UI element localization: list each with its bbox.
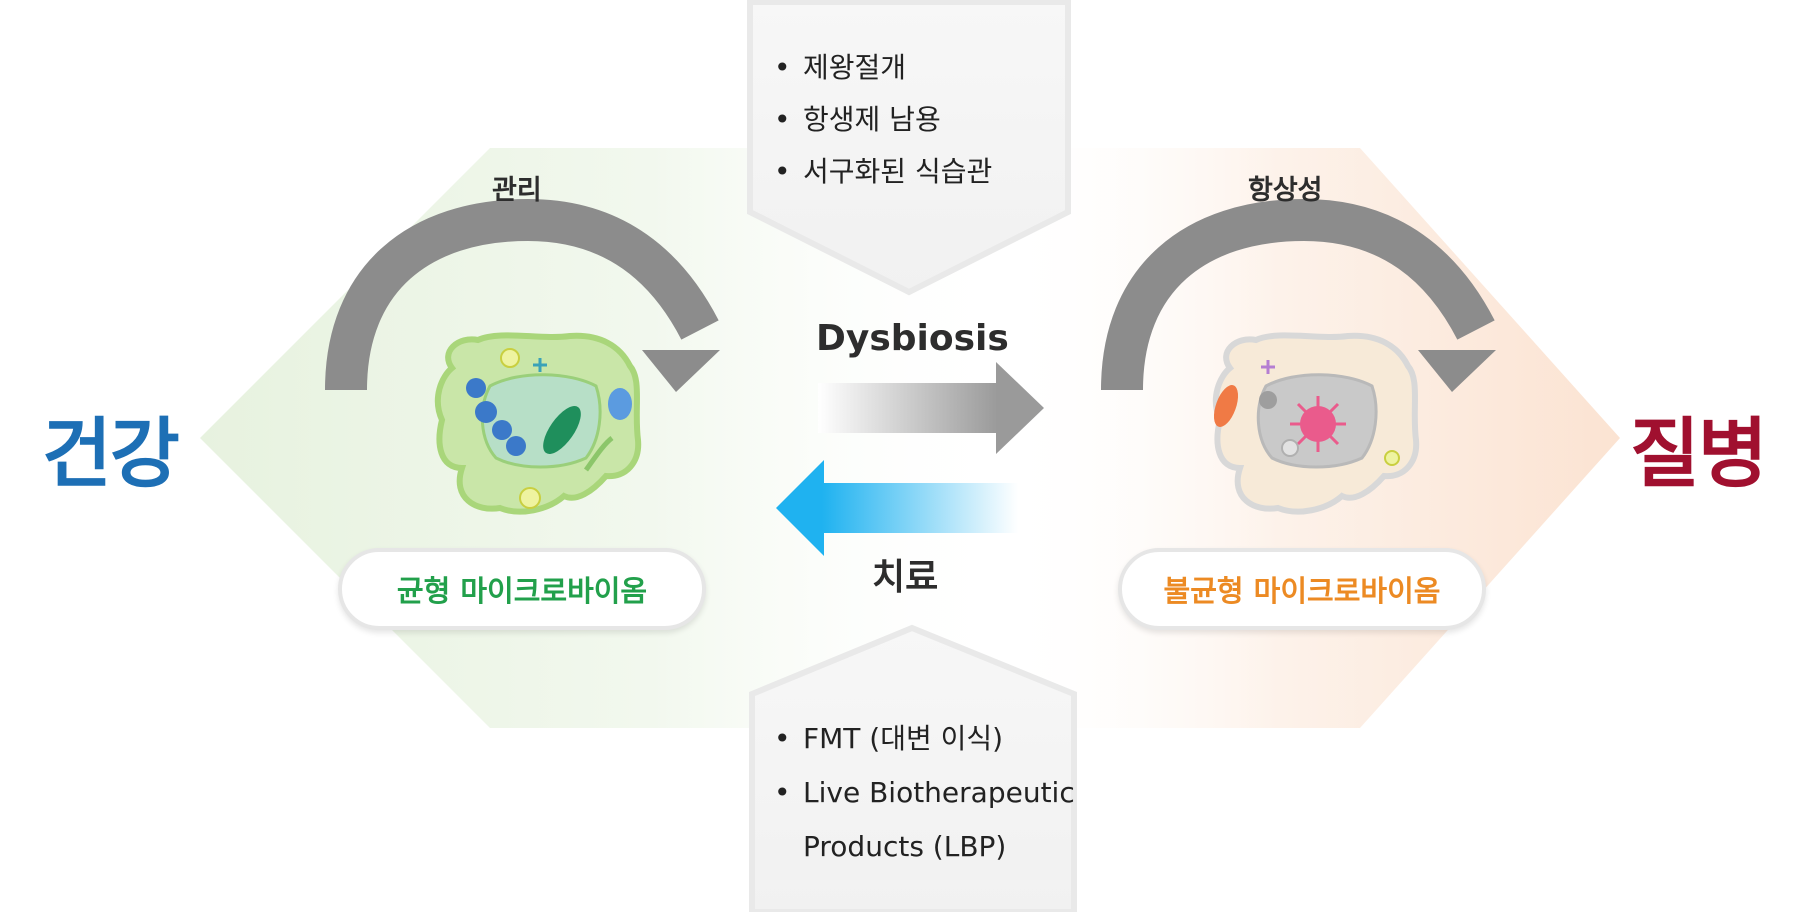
right-curved-arrow-icon [1101,198,1496,392]
treatment-item: FMT (대변 이식) [770,712,1075,766]
unbalanced-microbiome-pill: 불균형 마이크로바이옴 [1118,548,1486,630]
disease-label: 질병 [1630,409,1768,498]
cause-item: 항생제 남용 [770,94,992,146]
treatment-item: Live Biotherapeutic [770,766,1075,820]
management-label: 관리 [492,175,542,206]
treatment-item-continued: Products (LBP) [803,830,1007,863]
health-label: 건강 [42,409,180,498]
balanced-microbiome-pill: 균형 마이크로바이옴 [338,548,706,630]
dysbiosis-arrow [818,362,1044,454]
left-curved-arrow-icon [325,198,720,392]
homeostasis-label: 항상성 [1248,175,1323,206]
cause-item: 제왕절개 [770,42,992,94]
unhealthy-gut-icon [1212,332,1420,515]
healthy-gut-icon [434,332,642,515]
treatment-arrow [776,460,1018,556]
dysbiosis-label: Dysbiosis [816,318,1009,359]
cause-item: 서구화된 식습관 [770,146,992,198]
treatment-label: 치료 [872,557,939,598]
causes-list: 제왕절개 항생제 남용 서구화된 식습관 [770,42,992,198]
treatments-list: FMT (대변 이식) Live Biotherapeutic Products… [770,712,1075,874]
